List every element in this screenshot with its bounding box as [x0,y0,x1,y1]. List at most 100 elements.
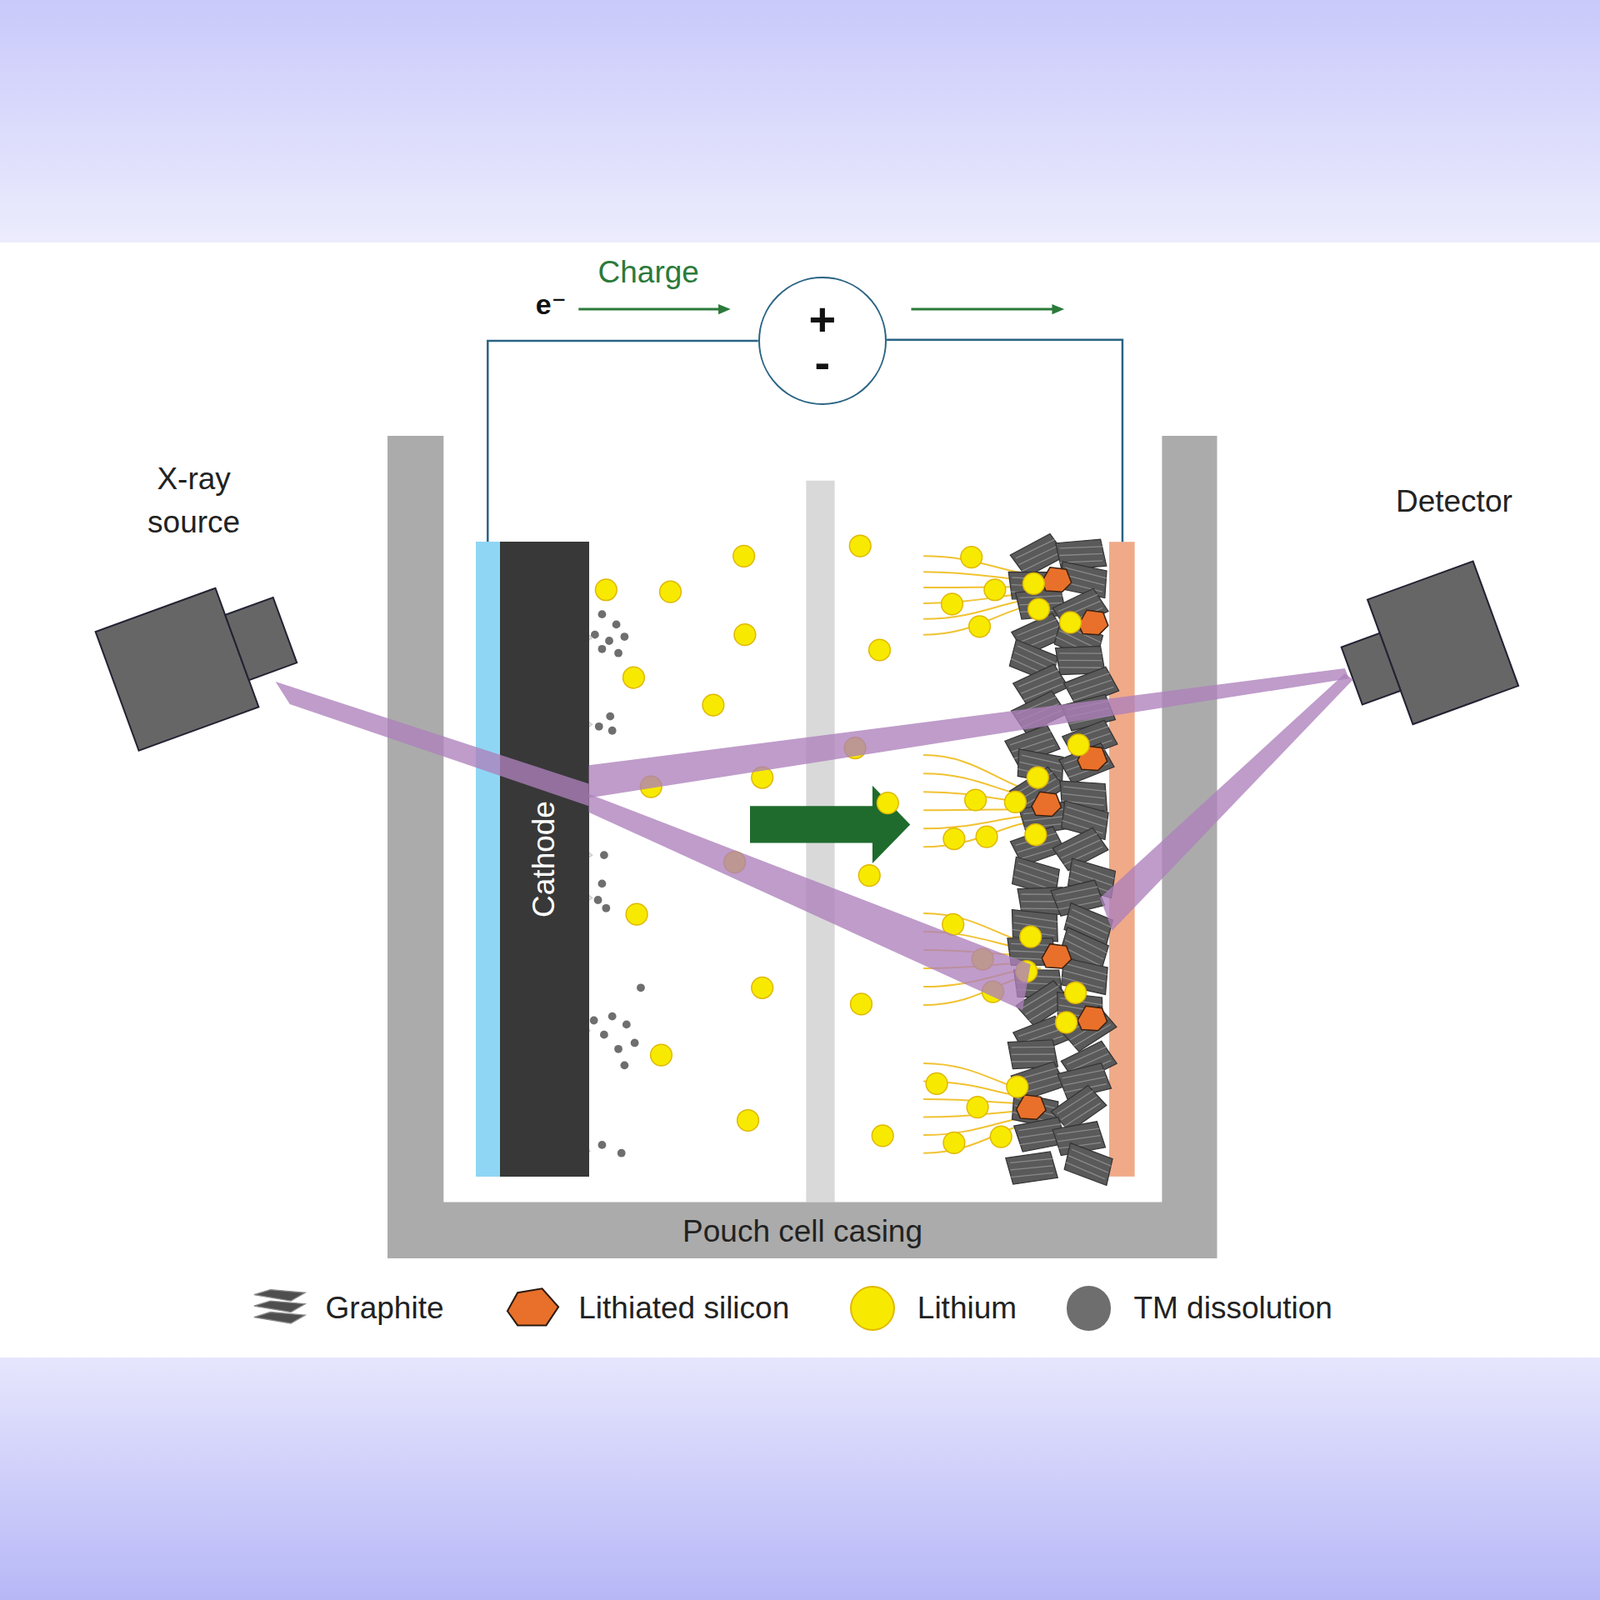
xray-source: X-ray source [101,457,285,550]
device-label: X-ray source [131,457,257,545]
tm-ion [612,620,621,629]
lithium-ion [871,1125,894,1147]
lithium-ion [1025,824,1047,846]
lithiated-silicon [1041,944,1072,969]
lithium-ion [943,1132,965,1155]
lithium-ion [1028,598,1050,620]
tm-ion [622,1020,631,1029]
lithium-flow-arrow [750,785,910,864]
tm-ion [605,636,614,645]
legend-swatch [850,1285,895,1331]
arrow-head [718,304,731,315]
lithium-ion [1020,925,1042,948]
lithium-ion [1006,1075,1029,1098]
lithium-ion [925,1073,948,1095]
graphite-flake [1005,1151,1059,1185]
lithium-ion [869,639,891,661]
lithium-ion [1060,611,1082,634]
cathode-label: Cathode [526,800,562,918]
lithium-ion [751,766,774,789]
lithium-ion [1055,1011,1078,1034]
lithium-ion [625,903,648,925]
silicon-icon [503,1282,563,1334]
lithium-ion [943,828,965,850]
detector-icon [1329,560,1519,738]
xray-beam [589,668,1350,799]
tm-ion [614,1045,623,1054]
lithium-ion [1026,766,1049,789]
tm-ion [600,1030,609,1040]
tm-ion [595,722,604,731]
lithium-ion [975,825,998,848]
lithium-ion [984,579,1006,601]
charge-arrow [910,308,1056,311]
plus-sign: + [809,297,837,341]
tm-ion [630,1039,640,1048]
cell-illustration [95,304,1519,1203]
lithium-ion [990,1125,1012,1148]
lithium-ion [751,976,774,999]
graphite-icon [250,1282,310,1334]
pouch-casing: CathodePouch cell casing [387,435,1218,1259]
detector: Detector [1362,480,1546,531]
tm-ion [608,1012,617,1021]
lithium-ion [969,615,991,638]
legend-swatch [1066,1285,1112,1331]
wire [886,340,1123,542]
lithium-ion [1067,734,1090,756]
lithium-ion [724,851,746,874]
tm-ion [614,649,623,658]
lithium-ion [737,1110,760,1132]
tm-ion [598,1140,607,1150]
lithium-ion [966,1096,989,1119]
lithium-ion [1065,982,1087,1005]
device-label: Detector [1395,480,1513,524]
top-band [0,0,1600,243]
lithium-ion [660,580,682,603]
legend-text: Graphite [325,1290,445,1326]
lithium-ion [960,546,983,569]
lithium-ion [858,865,880,887]
tm-ion [598,645,607,654]
lithium-ion [734,624,756,646]
lithium-ion [971,948,994,970]
tm-ion [600,850,609,860]
bottom-band [0,1357,1600,1600]
wire [487,340,758,542]
legend-item: TM dissolution [1066,1280,1333,1336]
lithium-ion [942,914,965,936]
tm-ion [598,880,607,889]
lithium-ion [876,792,899,815]
tm-ion [620,632,629,641]
xray-source-icon [95,570,307,751]
lithiated-silicon [1077,1005,1108,1030]
graphite-flake [1059,1139,1119,1190]
xray-beam [589,794,1031,1011]
lithium-ion [1023,573,1045,595]
lithiated-silicon [1016,1095,1047,1120]
tm-ion [601,904,610,913]
tm-ion [598,610,607,619]
tm-ion [617,1149,626,1158]
arrow-head [1051,304,1065,315]
electron-label: e⁻ [535,287,567,321]
tm-ion [636,983,645,992]
lithium-ion [650,1044,673,1066]
charge-label: Charge [598,255,700,290]
lithiated-silicon [1078,610,1109,635]
lithium-ion [702,694,725,716]
charge-arrow [578,308,723,311]
tm-ion [605,712,615,721]
anode-collector [1109,541,1135,1177]
lithium-ion [640,775,662,798]
lithium-ion [982,980,1005,1003]
casing-wall [387,435,1218,1259]
power-source: +- [758,276,887,405]
lithium-ion [850,993,873,1015]
casing-label: Pouch cell casing [387,1205,1218,1258]
minus-sign: - [815,340,831,385]
tm-ion [608,726,617,735]
